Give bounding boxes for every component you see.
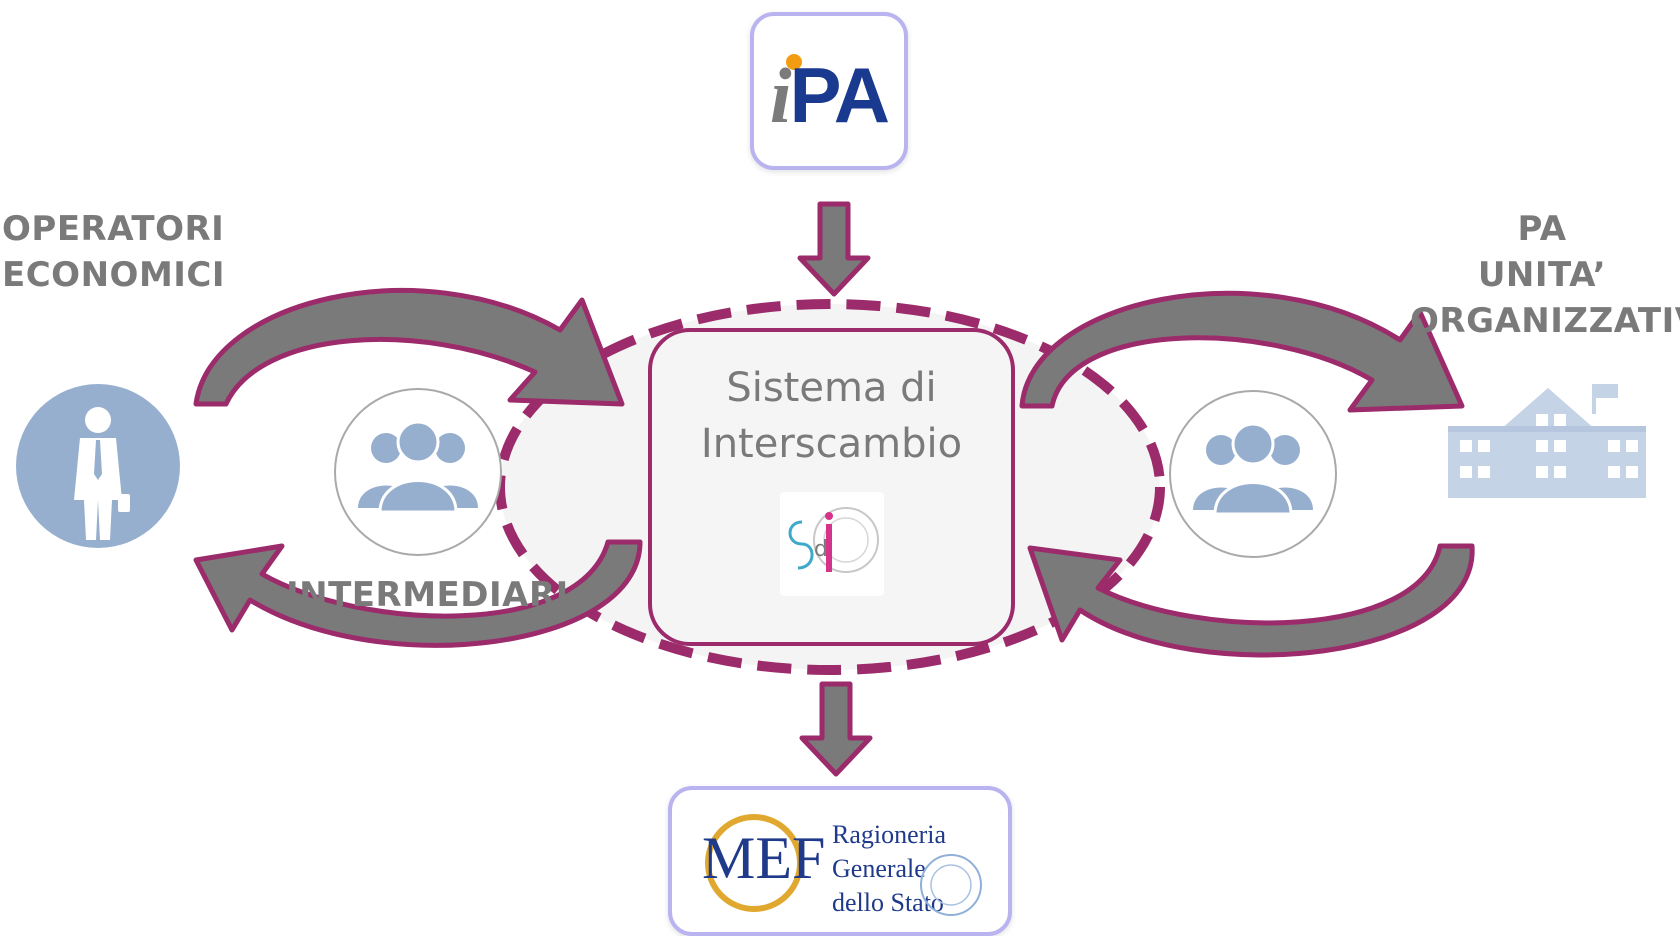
- arrow-sdi-to-mef: [799, 681, 873, 777]
- label-pa-line3: ORGANIZZATIVE: [1410, 301, 1680, 341]
- label-operatori-line2: ECONOMICI: [2, 255, 226, 295]
- ipa-dot-icon: [786, 54, 802, 70]
- sdi-title-line2: Interscambio: [700, 421, 963, 467]
- mef-seal-icon: [920, 854, 982, 916]
- mef-line1: Ragioneria: [832, 820, 947, 849]
- building-windows: [1460, 414, 1638, 478]
- arrow-sdi-to-pa: [1019, 290, 1465, 413]
- ipa-logo-pa: PA: [789, 51, 891, 139]
- ipa-logo-i: i: [769, 52, 792, 139]
- mef-ring-icon: [705, 814, 803, 912]
- label-operatori-economici: OPERATORI ECONOMICI: [2, 206, 226, 298]
- mef-logo-box: MEF Ragioneria Generale dello Stato: [668, 786, 1012, 936]
- label-intermediari: INTERMEDIARI: [286, 575, 569, 615]
- school-building-icon: [1448, 384, 1646, 498]
- label-pa-line2: UNITA’: [1477, 255, 1607, 295]
- mef-ragioneria-text: Ragioneria Generale dello Stato: [832, 818, 946, 920]
- label-operatori-line1: OPERATORI: [2, 209, 225, 249]
- people-group-icon-right: [1169, 390, 1337, 558]
- mef-line2: Generale: [832, 854, 926, 883]
- svg-text:d: d: [814, 537, 828, 562]
- sdi-center-box: Sistema di Interscambio d: [648, 328, 1015, 646]
- sdi-logo: d: [780, 492, 884, 596]
- arrow-pa-to-sdi: [1027, 543, 1475, 658]
- ipa-logo-box: iPA: [750, 12, 908, 170]
- mef-logo-text: MEF: [702, 825, 826, 891]
- arrow-operatori-to-sdi: [193, 288, 625, 407]
- arrow-sdi-to-operatori: [193, 539, 643, 648]
- label-pa-unita-organizzative: PA UNITA’ ORGANIZZATIVE: [1410, 206, 1680, 344]
- arrow-ipa-to-sdi: [797, 201, 871, 297]
- mef-line3: dello Stato: [832, 888, 944, 917]
- ipa-logo-text: iPA: [754, 50, 904, 141]
- sdi-logo-icon: d: [788, 507, 879, 573]
- people-group-icon-left: [334, 388, 502, 556]
- sdi-title: Sistema di Interscambio: [652, 360, 1011, 472]
- businessman-icon: [16, 384, 180, 548]
- sdi-title-line1: Sistema di: [726, 365, 937, 411]
- label-pa-line1: PA: [1517, 209, 1567, 249]
